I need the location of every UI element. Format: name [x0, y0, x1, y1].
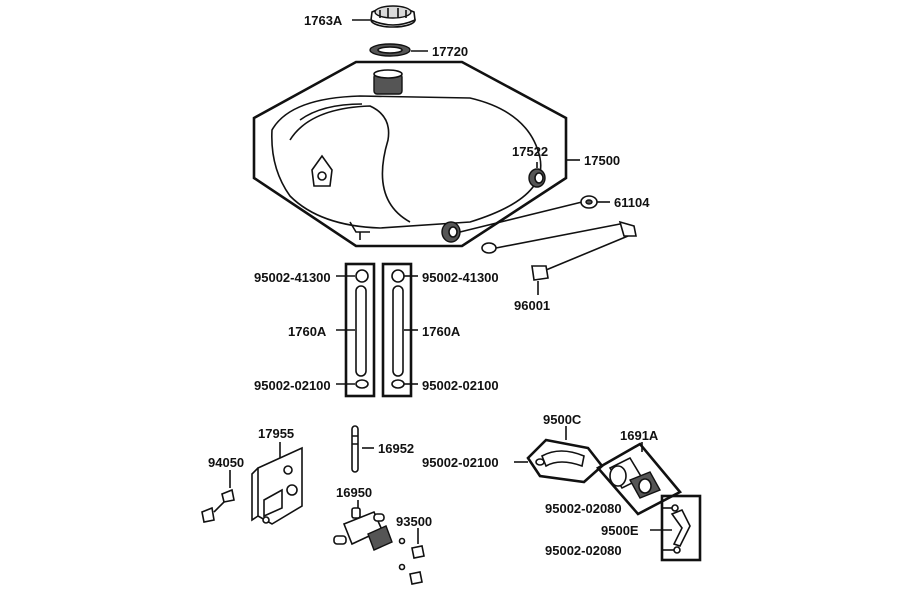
bracket-bolt-drawing	[201, 488, 235, 523]
label-hose-9500c: 9500C	[543, 412, 582, 427]
screw-drawing	[398, 537, 425, 585]
hose-left-drawing	[355, 269, 369, 389]
fuel-tank-drawing	[271, 69, 542, 240]
label-hose-right: 1760A	[422, 324, 461, 339]
fuel-cock-drawing	[333, 507, 393, 551]
label-grommet: 17522	[512, 144, 548, 159]
fuel-cap-drawing	[370, 5, 416, 28]
hose-right-drawing	[391, 269, 405, 389]
filter-drawing	[608, 456, 661, 499]
label-hose-9500e: 9500E	[601, 523, 639, 538]
hose-9500e-group-box	[660, 494, 702, 562]
label-clip-9500c: 95002-02100	[422, 455, 499, 470]
grommet-drawing	[441, 168, 546, 243]
cap-gasket-drawing	[369, 43, 411, 57]
hose-9500e-drawing	[670, 504, 691, 554]
label-fuel-cock: 16950	[336, 485, 372, 500]
label-clip-lower: 95002-02080	[545, 543, 622, 558]
label-collar: 61104	[614, 195, 650, 210]
label-pipe: 16952	[378, 441, 414, 456]
pipe-drawing	[351, 425, 359, 473]
label-screw: 93500	[396, 514, 432, 529]
label-bracket-bolt: 94050	[208, 455, 244, 470]
label-clip-left: 95002-02100	[254, 378, 331, 393]
label-cap-gasket: 17720	[432, 44, 468, 59]
label-fuel-cap: 1763A	[304, 13, 343, 28]
collar-drawing	[481, 195, 598, 254]
label-bolt: 96001	[514, 298, 550, 313]
hose-9500c-drawing	[535, 450, 585, 468]
label-bracket: 17955	[258, 426, 294, 441]
filter-group-box	[595, 442, 683, 516]
label-fuel-tank: 17500	[584, 153, 620, 168]
fuel-tank-group-box	[252, 60, 568, 248]
bracket-drawing	[251, 446, 303, 525]
label-clamp-right: 95002-41300	[422, 270, 499, 285]
label-filter: 1691A	[620, 428, 659, 443]
bolt-drawing	[531, 220, 637, 281]
label-clamp-left: 95002-41300	[254, 270, 331, 285]
label-clip-upper: 95002-02080	[545, 501, 622, 516]
label-clip-right: 95002-02100	[422, 378, 499, 393]
label-hose-left: 1760A	[288, 324, 327, 339]
